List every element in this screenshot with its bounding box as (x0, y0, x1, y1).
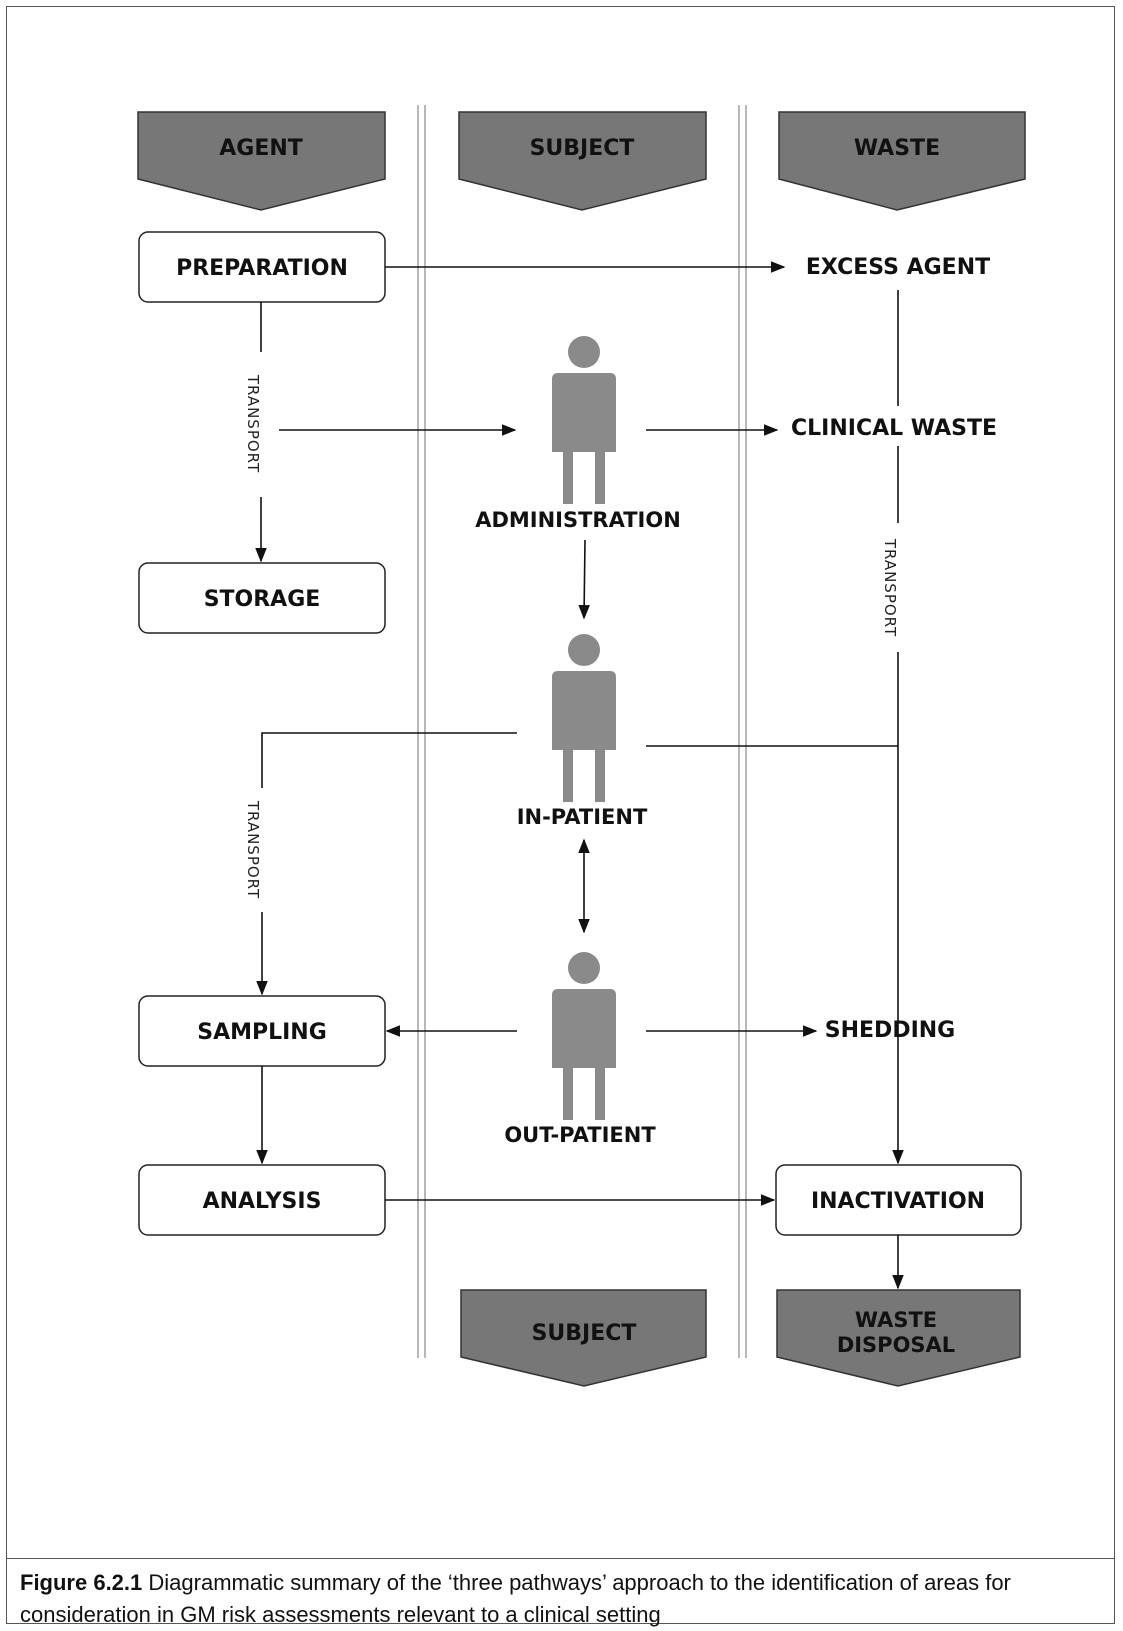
node-preparation: PREPARATION (138, 231, 386, 303)
header-agent-label: AGENT (219, 136, 303, 161)
header-waste: WASTE (778, 111, 1026, 211)
three-pathways-diagram: AGENT SUBJECT WASTE SUBJECT WASTE DISPOS… (137, 105, 1026, 1387)
node-sampling: SAMPLING (138, 995, 386, 1067)
edge-label-transport-agent-bottom: TRANSPORT (244, 800, 262, 899)
edge-administration-to-in-patient (578, 539, 590, 620)
footer-subject-label: SUBJECT (532, 1321, 637, 1346)
column-separator-right (738, 105, 747, 1358)
node-analysis: ANALYSIS (138, 1164, 386, 1236)
edge-label-transport-agent-top: TRANSPORT (244, 374, 262, 473)
figure-frame (6, 6, 1115, 1624)
node-excess-agent: EXCESS AGENT (806, 255, 990, 280)
header-waste-label: WASTE (854, 136, 940, 161)
header-subject: SUBJECT (458, 111, 707, 211)
header-agent: AGENT (137, 111, 386, 211)
node-analysis-label: ANALYSIS (203, 1189, 322, 1214)
footer-subject: SUBJECT (460, 1289, 707, 1387)
node-shedding: SHEDDING (825, 1018, 955, 1043)
caption-label: Figure 6.2.1 (20, 1570, 143, 1595)
edge-in-patient-to-sampling-top (261, 732, 517, 788)
edge-label-transport-waste: TRANSPORT (881, 538, 899, 637)
footer-waste-disposal: WASTE DISPOSAL (776, 1289, 1021, 1387)
node-out-patient: OUT-PATIENT (504, 1123, 656, 1147)
column-separator-left (417, 105, 426, 1358)
node-inactivation-label: INACTIVATION (811, 1189, 985, 1214)
node-preparation-label: PREPARATION (176, 256, 348, 281)
node-inactivation: INACTIVATION (775, 1164, 1022, 1236)
person-administration-icon (552, 336, 616, 504)
node-clinical-waste: CLINICAL WASTE (791, 416, 997, 441)
header-subject-label: SUBJECT (530, 136, 635, 161)
node-in-patient: IN-PATIENT (517, 805, 648, 829)
caption-text: Diagrammatic summary of the ‘three pathw… (20, 1570, 1011, 1627)
person-in-patient-icon (552, 634, 616, 802)
figure-caption: Figure 6.2.1 Diagrammatic summary of the… (6, 1558, 1115, 1627)
footer-waste-disposal-line1: WASTE (855, 1308, 937, 1332)
person-out-patient-icon (552, 952, 616, 1120)
node-storage: STORAGE (138, 562, 386, 634)
node-storage-label: STORAGE (204, 587, 321, 612)
node-sampling-label: SAMPLING (197, 1020, 327, 1045)
node-administration: ADMINISTRATION (475, 508, 681, 532)
footer-waste-disposal-line2: DISPOSAL (837, 1333, 955, 1357)
